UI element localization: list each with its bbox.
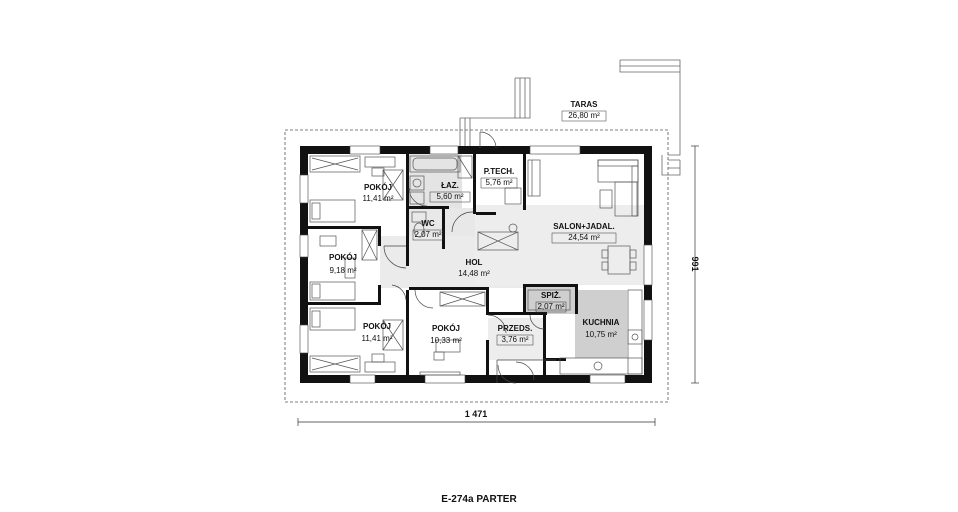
depth-dimension-label: 991 — [690, 256, 700, 271]
roof-outline — [284, 129, 669, 403]
label-pokoj3-area: 11,41 m² — [362, 334, 393, 343]
label-taras-area: 26,80 m² — [568, 111, 600, 120]
label-ptech-area: 5,76 m² — [485, 178, 512, 187]
room-fills — [380, 150, 645, 360]
label-pokoj4-area: 10,33 m² — [430, 336, 462, 345]
label-pokoj2-area: 9,18 m² — [329, 266, 356, 275]
label-lazienka-name: ŁAZ. — [441, 181, 459, 190]
doors — [383, 131, 556, 384]
windows — [299, 145, 653, 384]
label-salon-area: 24,54 m² — [568, 233, 600, 242]
label-spiz-area: 2,07 m² — [537, 302, 564, 311]
label-pokoj3-name: POKÓJ — [363, 322, 391, 331]
label-pokoj1-area: 11,41 m² — [363, 194, 394, 203]
label-przeds-name: PRZEDS. — [498, 324, 533, 333]
label-kuchnia-area: 10,75 m² — [585, 330, 617, 339]
label-przeds-area: 3,76 m² — [501, 335, 528, 344]
terrace-outline — [459, 59, 681, 176]
label-pokoj1-name: POKÓJ — [364, 183, 392, 192]
label-ptech-name: P.TECH. — [484, 167, 515, 176]
plan-title: E-274a PARTER — [441, 494, 517, 505]
furniture — [309, 155, 643, 376]
label-wc-name: WC — [421, 219, 435, 228]
label-hol-name: HOL — [466, 258, 483, 267]
label-wc-area: 2,07 m² — [414, 230, 441, 239]
label-pokoj4-name: POKÓJ — [432, 324, 460, 333]
label-taras-name: TARAS — [571, 100, 599, 109]
label-salon-name: SALON+JADAL. — [553, 222, 615, 231]
width-dimension-label: 1 471 — [465, 409, 488, 419]
label-spiz-name: SPIŻ. — [541, 291, 561, 300]
inner-walls — [308, 154, 578, 375]
room-labels: TARAS 26,80 m² POKÓJ 11,41 m² ŁAZ. 5,60 … — [329, 100, 620, 346]
label-lazienka-area: 5,60 m² — [436, 192, 463, 201]
label-hol-area: 14,48 m² — [458, 269, 490, 278]
dimension-lines — [297, 145, 699, 426]
label-pokoj2-name: POKÓJ — [329, 253, 357, 262]
label-kuchnia-name: KUCHNIA — [583, 318, 620, 327]
